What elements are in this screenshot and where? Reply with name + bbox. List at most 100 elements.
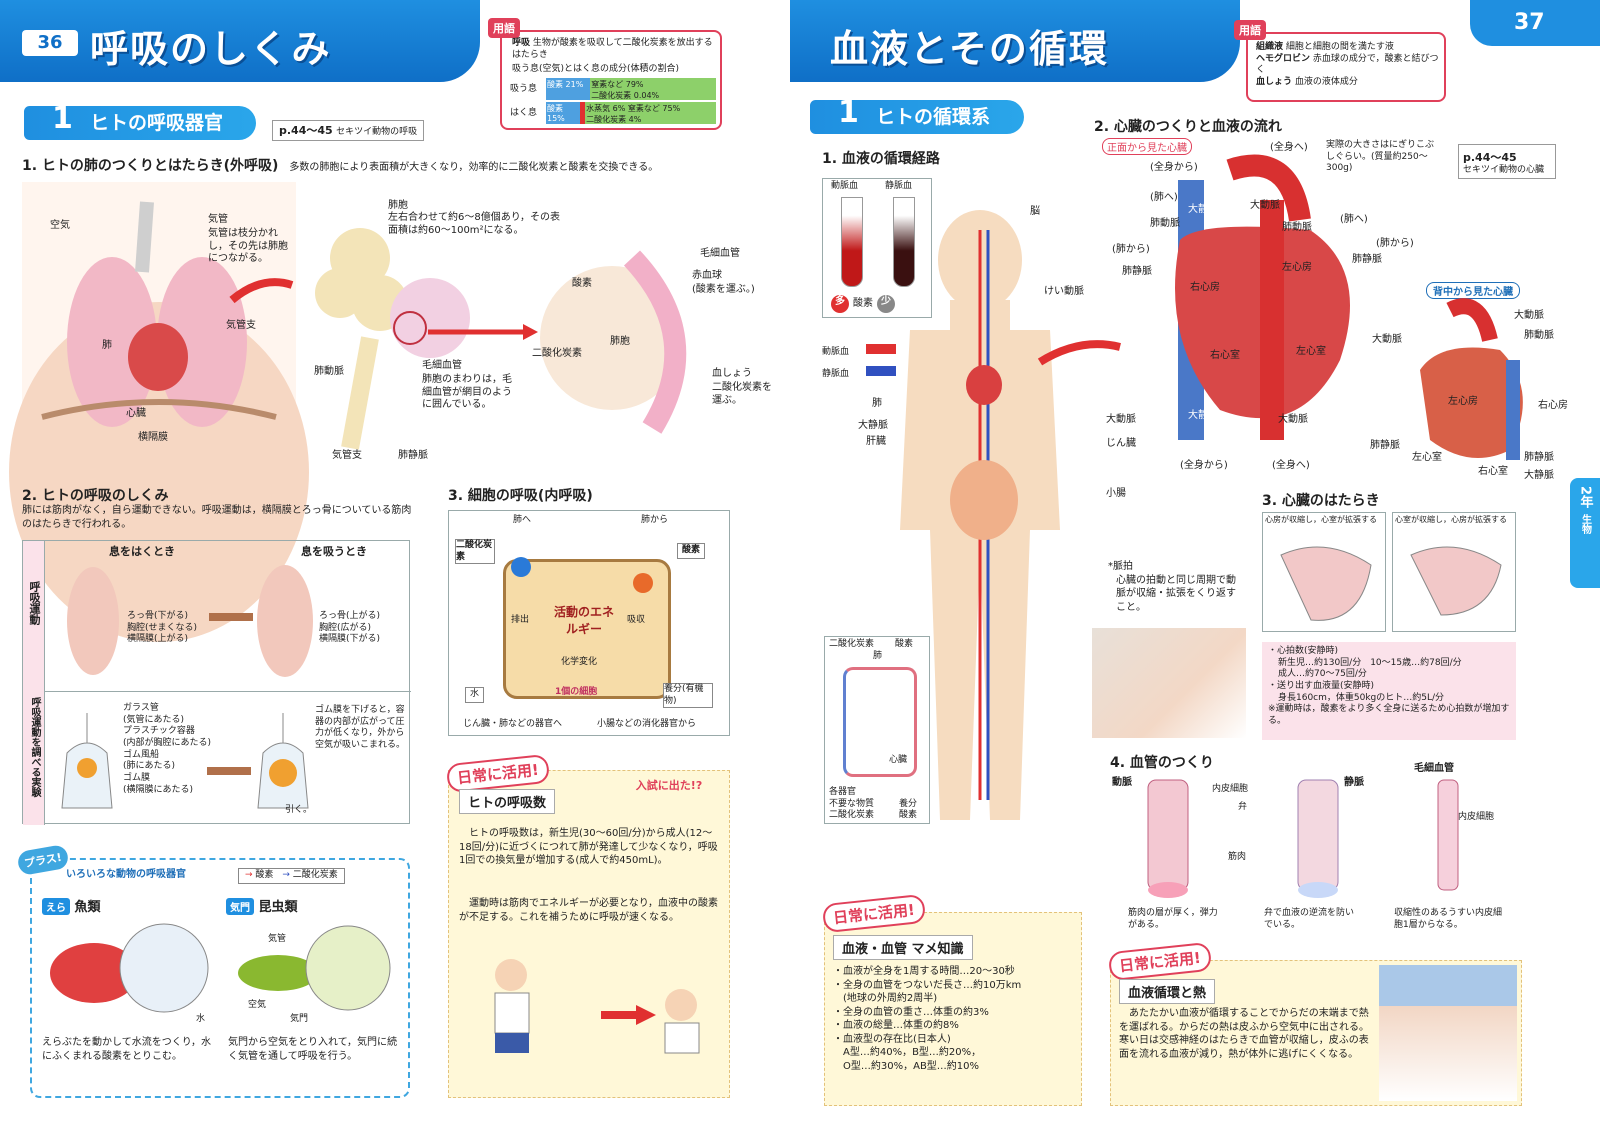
subheading-vessels: 4. 血管のつくり (1110, 755, 1214, 771)
tube-artery (841, 197, 863, 287)
plus-tag: プラス! (16, 843, 70, 877)
daily-subtitle-right-2: 血液循環と熱 (1119, 979, 1216, 1004)
fish-illustration (50, 923, 209, 1013)
vein-tube (1297, 779, 1339, 898)
label-muscle: 筋肉 (1228, 852, 1247, 862)
torso-illustration (9, 201, 309, 642)
excrete-label: 排出 (511, 615, 530, 625)
front-heart-drawing (1175, 154, 1350, 440)
fh-label-4: 大静脈 (1188, 204, 1218, 215)
co2-dot (511, 557, 531, 577)
nutrient-label: 養分(有機物) (663, 683, 713, 709)
blood-heat-text: あたたかい血液が循環することでからだの末端まで熱を運ばれる。からだの熱は皮ふから… (1119, 1008, 1369, 1060)
bh-label-4: 右心房 (1538, 400, 1568, 411)
from-intestine: 小腸などの消化器官から (597, 719, 697, 729)
section-circulatory: 1 ヒトの循環系 (810, 96, 1024, 134)
fh-label-1: (全身へ) (1270, 142, 1308, 153)
fh-label-18: (全身から) (1180, 460, 1228, 471)
capillary-tube (1437, 779, 1459, 891)
fh-label-5: 大動脈 (1250, 200, 1280, 211)
daily-subtitle-left: ヒトの呼吸数 (459, 789, 556, 814)
daily-tag-right-1: 日常に活用! (821, 893, 927, 934)
gloss-def-2: 赤血球の成分で，酸素と結びつく (1256, 53, 1439, 76)
red-arrow-3 (1037, 340, 1121, 366)
pull-label: 引く。 (285, 805, 313, 815)
label-alveoli-desc: 左右合わせて約6～8億個あり，その表面積は約60～100m²になる。 (388, 212, 561, 236)
mini-waste: 不要な物質 (829, 799, 875, 809)
label-alveoli: 肺胞 (388, 200, 408, 211)
term-respiration: 呼吸 (512, 38, 531, 48)
subheading-breathing: 2. ヒトの呼吸のしくみ (22, 488, 169, 504)
label-air: 空気 (50, 220, 70, 231)
label-bronchus: 気管支 (226, 320, 256, 331)
insect-desc: 気門から空気をとり入れて，気門に続く気管を通して呼吸を行う。 (228, 1037, 397, 1062)
pulse-note: *脈拍 心臓の拍動と同じ周期で動脈が収縮・拡張をくり返すこと。 (1108, 560, 1238, 614)
page-title-left: 呼吸のしくみ (90, 27, 332, 71)
mini-lung: 肺 (873, 651, 883, 661)
label-endothelium: 内皮細胞 (1212, 784, 1249, 794)
capillary-desc: 収縮性のあるうすい内皮細胞1層からなる。 (1394, 908, 1503, 930)
ref-desc-right: セキツイ動物の心臓 (1463, 165, 1545, 175)
label-plasma: 血しょう (712, 368, 752, 379)
tube-artery-label: 動脈血 (831, 181, 859, 191)
fh-label-6: 肺動脈 (1282, 222, 1312, 233)
insect-tag: 気門 (226, 898, 254, 915)
exhale-water: 水蒸気 6% (586, 104, 626, 113)
fh-label-11: 肺静脈 (1352, 254, 1382, 265)
exhale-items: ろっ骨(下がる) 胸腔(せまくなる) 横隔膜(上がる) (127, 611, 198, 645)
heart-phase-2-drawing (1410, 546, 1502, 616)
water-label: 水 (465, 687, 485, 703)
subheading-lung: 1. ヒトの肺のつくりとはたらき(外呼吸) 多数の肺胞により表面積が大きくなり，… (22, 158, 659, 174)
section-respiratory-organs: 1 ヒトの呼吸器官 (24, 102, 256, 140)
ref-pages-right: p.44～45 (1463, 151, 1517, 164)
subject-label: 生物 (1579, 514, 1591, 535)
bh-label-6: 左心室 (1412, 452, 1442, 463)
fish-title: 魚類 (74, 900, 101, 915)
label-trachea-desc: 気管は枝分かれし，その先は肺胞につながる。 (208, 228, 288, 264)
ref-link-right[interactable]: p.44～45 セキツイ動物の心臓 (1458, 144, 1556, 179)
label-aorta: 大動脈 (1106, 414, 1136, 425)
artery-tube (1147, 779, 1189, 898)
label-rbc: 赤血球 (692, 270, 722, 281)
chem-label: 化学変化 (561, 657, 598, 667)
label-heart: 心臓 (126, 408, 146, 419)
front-heart-figure (1140, 154, 1390, 460)
daily-blood-facts: 日常に活用! 血液・血管 マメ知識 ・血液が全身を1周する時間…20～30秒 ・… (821, 893, 1082, 1106)
section-title-right: ヒトの循環系 (876, 106, 991, 128)
fh-label-3: 肺動脈 (1150, 218, 1180, 229)
vessel-artery: 動脈 (1112, 777, 1132, 788)
red-arrow-1 (229, 278, 294, 304)
exhale-co2: 二酸化炭素 4% (586, 115, 642, 124)
back-heart-drawing (1420, 298, 1523, 460)
oxygen-much: 多 (831, 295, 849, 313)
grade-side-tab: 2年 生物 (1570, 478, 1600, 588)
fh-label-0: (全身から) (1150, 162, 1198, 173)
fh-label-12: 右心房 (1190, 282, 1220, 293)
mini-circulation: 二酸化炭素 酸素 肺 心臓 各器官 不要な物質 二酸化炭素 養分 酸素 (824, 636, 930, 824)
vessel-vein: 静脈 (1344, 777, 1364, 788)
inhale-oxygen: 酸素 21% (546, 78, 591, 100)
blood-tubes: 動脈血 静脈血 多 酸素 少 (822, 178, 932, 318)
alveoli-cluster (315, 228, 470, 450)
inhale-co2: 二酸化炭素 0.04% (591, 91, 660, 100)
composition-title: 吸う息(空気)とはく息の成分(体積の割合) (512, 64, 680, 74)
exhale-title: 息をはくとき (109, 545, 175, 558)
subheading-cell-respiration: 3. 細胞の呼吸(内呼吸) (448, 488, 593, 504)
label-diaphragm: 横隔膜 (138, 432, 168, 443)
inhale-items: ろっ骨(上がる) 胸腔(広がる) 横隔膜(下がる) (319, 611, 381, 645)
row-label-breathing: 呼吸運動 (28, 581, 41, 625)
bh-label-9: 大静脈 (1524, 470, 1554, 481)
daily-text-1: ヒトの呼吸数は，新生児(30～60回/分)から成人(12～18回/分)に近づくに… (459, 828, 718, 866)
artery-desc: 筋肉の層が厚く，弾力がある。 (1128, 908, 1218, 930)
heart-stats: ・心拍数(安静時) 新生児…約130回/分 10～15歳…約78回/分 成人…約… (1262, 642, 1516, 740)
bh-label-2: 大動脈 (1372, 334, 1402, 345)
fh-label-17: 大動脈 (1278, 414, 1308, 425)
bh-label-1: 肺動脈 (1524, 330, 1554, 341)
daily-tag-left: 日常に活用! (445, 753, 551, 794)
glossary-right: 用語 組織液 細胞と細胞の間を満たす液 ヘモグロビン 赤血球の成分で，酸素と結び… (1234, 20, 1446, 102)
ref-link-left[interactable]: p.44～45 セキツイ動物の呼吸 (272, 120, 425, 141)
label-bronchus-2: 気管支 (332, 450, 362, 461)
page-number-left: 36 (22, 30, 78, 56)
breathing-desc: 肺には筋肉がなく，自ら運動できない。呼吸運動は，横隔膜とろっ骨についている筋肉の… (22, 505, 412, 530)
page-number-right: 37 (1514, 10, 1545, 35)
